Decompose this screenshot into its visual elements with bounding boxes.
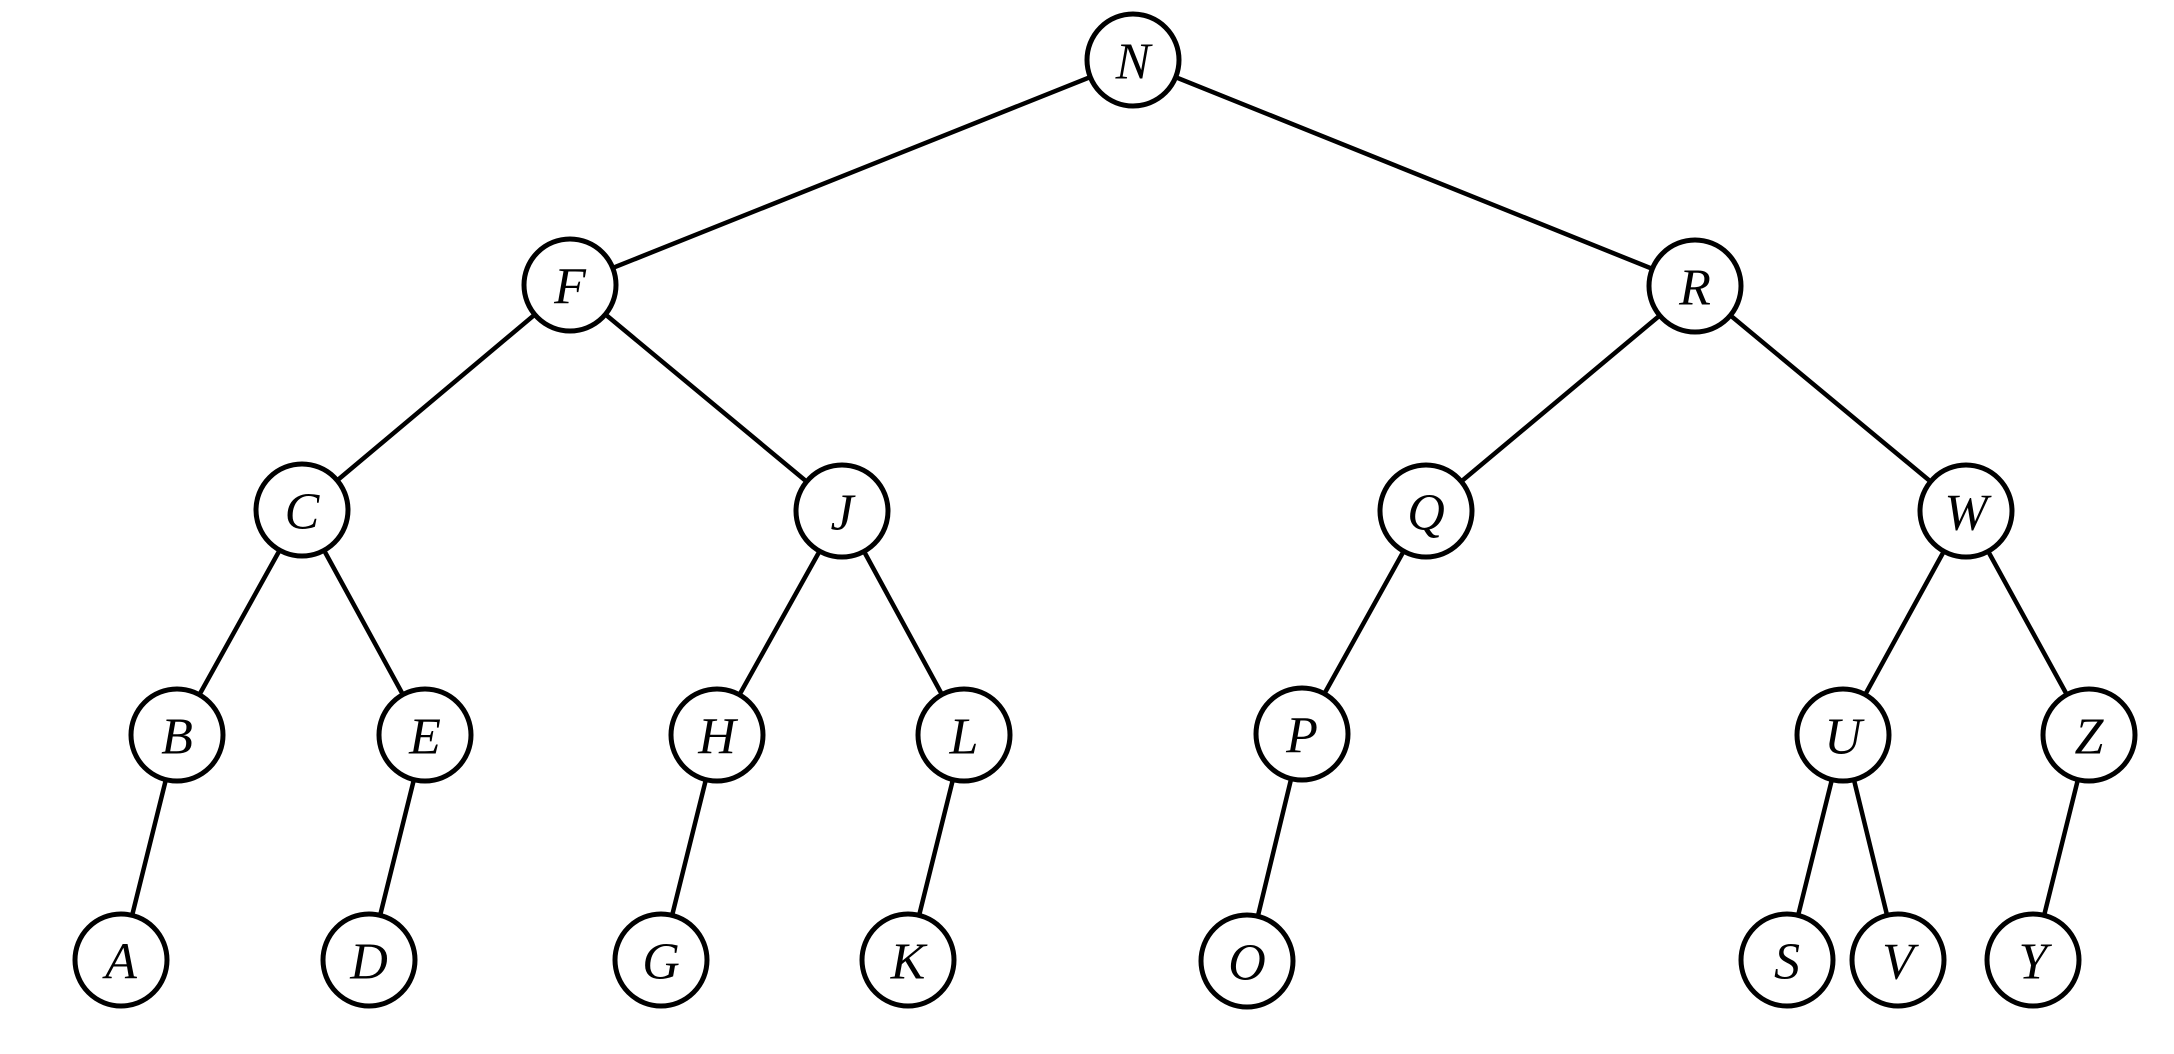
tree-node-circle-Z xyxy=(2040,686,2138,784)
tree-node-J: J xyxy=(793,462,891,560)
tree-node-circle-Y xyxy=(1984,911,2082,1009)
tree-node-W: W xyxy=(1917,462,2015,560)
tree-node-circle-W xyxy=(1917,462,2015,560)
tree-node-circle-F xyxy=(521,236,619,334)
tree-node-circle-S xyxy=(1738,911,1836,1009)
tree-node-H: H xyxy=(668,686,766,784)
tree-node-label-V: V xyxy=(1882,934,1919,991)
tree-node-circle-N xyxy=(1084,11,1182,109)
tree-node-Q: Q xyxy=(1377,462,1475,560)
tree-node-F: F xyxy=(521,236,619,334)
tree-node-V: V xyxy=(1849,911,1947,1009)
tree-nodes-layer: N F R C J Q W B E H L P U Z A D G K O S V Y xyxy=(72,11,2138,1010)
tree-node-N: N xyxy=(1084,11,1182,109)
tree-node-circle-R xyxy=(1646,237,1744,335)
tree-node-label-Y: Y xyxy=(2019,934,2053,991)
tree-edge-R-W xyxy=(1692,283,1969,514)
tree-node-circle-E xyxy=(376,686,474,784)
tree-node-circle-D xyxy=(320,911,418,1009)
tree-edge-N-F xyxy=(567,57,1136,288)
tree-node-circle-U xyxy=(1794,686,1892,784)
tree-node-label-J: J xyxy=(830,485,856,542)
tree-node-G: G xyxy=(612,911,710,1009)
tree-node-label-N: N xyxy=(1115,34,1154,91)
tree-node-label-F: F xyxy=(553,259,587,316)
tree-node-circle-J xyxy=(793,462,891,560)
tree-node-circle-G xyxy=(612,911,710,1009)
tree-node-S: S xyxy=(1738,911,1836,1009)
tree-edge-F-C xyxy=(299,282,573,513)
tree-node-label-R: R xyxy=(1678,260,1711,317)
tree-node-E: E xyxy=(376,686,474,784)
tree-node-circle-Q xyxy=(1377,462,1475,560)
tree-node-label-K: K xyxy=(890,934,928,991)
tree-node-label-G: G xyxy=(642,934,680,991)
tree-node-P: P xyxy=(1253,685,1351,783)
tree-node-D: D xyxy=(320,911,418,1009)
tree-node-circle-B xyxy=(128,686,226,784)
tree-node-circle-V xyxy=(1849,911,1947,1009)
tree-node-label-S: S xyxy=(1774,934,1800,991)
tree-node-label-L: L xyxy=(949,709,979,766)
tree-node-label-W: W xyxy=(1944,485,1992,542)
tree-node-L: L xyxy=(915,686,1013,784)
tree-node-Z: Z xyxy=(2040,686,2138,784)
tree-node-label-Z: Z xyxy=(2075,709,2105,766)
tree-node-label-P: P xyxy=(1285,708,1318,765)
tree-node-U: U xyxy=(1794,686,1892,784)
tree-node-label-U: U xyxy=(1824,709,1865,766)
tree-edge-N-R xyxy=(1130,57,1698,289)
tree-node-label-A: A xyxy=(102,934,137,991)
tree-node-label-D: D xyxy=(349,934,388,991)
tree-node-circle-L xyxy=(915,686,1013,784)
tree-node-Y: Y xyxy=(1984,911,2082,1009)
tree-node-label-B: B xyxy=(161,709,193,766)
tree-node-circle-H xyxy=(668,686,766,784)
tree-edge-R-Q xyxy=(1423,283,1698,514)
tree-node-A: A xyxy=(72,911,170,1009)
tree-edge-F-J xyxy=(567,282,845,514)
tree-node-label-O: O xyxy=(1228,935,1266,992)
tree-node-circle-P xyxy=(1253,685,1351,783)
tree-node-label-Q: Q xyxy=(1407,485,1445,542)
tree-node-K: K xyxy=(859,911,957,1009)
tree-node-R: R xyxy=(1646,237,1744,335)
tree-node-circle-O xyxy=(1198,912,1296,1010)
tree-node-circle-K xyxy=(859,911,957,1009)
tree-node-label-C: C xyxy=(285,484,321,541)
tree-node-C: C xyxy=(253,461,351,559)
tree-node-label-E: E xyxy=(408,709,441,766)
tree-node-O: O xyxy=(1198,912,1296,1010)
tree-node-label-H: H xyxy=(697,709,738,766)
tree-edges-layer xyxy=(118,57,2092,964)
tree-node-B: B xyxy=(128,686,226,784)
tree-node-circle-C xyxy=(253,461,351,559)
tree-node-circle-A xyxy=(72,911,170,1009)
